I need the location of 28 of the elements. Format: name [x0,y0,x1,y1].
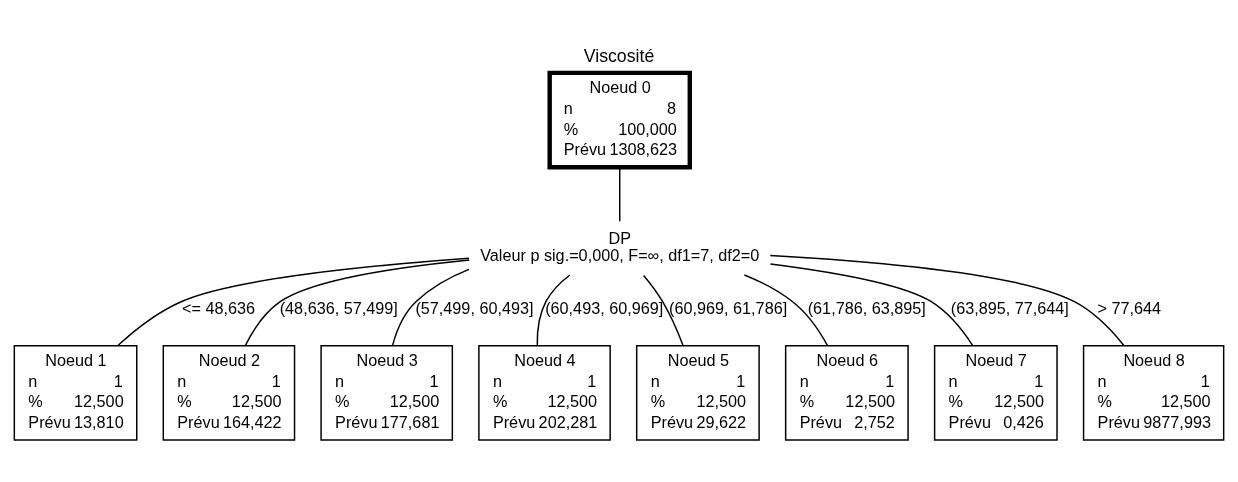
connector [619,166,621,223]
connector [769,254,1125,347]
edge-label: (60,969, 61,786] [669,299,788,318]
edge-label: (61,786, 63,895] [807,299,926,318]
edge-label: <= 48,636 [182,299,256,318]
edge-label: (63,895, 77,644] [950,299,1069,318]
node-box: Noeud 5 n 1 % 12,500 Prévu 29,622 [635,344,760,441]
edge-label: > 77,644 [1097,299,1162,318]
node-box: Noeud 0 n 8 % 100,000 Prévu 1308,623 [547,70,692,170]
node-box: Noeud 1 n 1 % 12,500 Prévu 13,810 [13,344,138,441]
connector [244,259,470,347]
node-text: DP Valeur p sig.=0,000, F=∞, df1=7, df2=0 [480,228,760,265]
node-box: Noeud 6 n 1 % 12,500 Prévu 2,752 [784,344,909,441]
edge-label: (48,636, 57,499] [279,299,398,318]
connector [117,257,470,347]
connector [642,274,684,346]
connector [536,274,571,347]
node-box: Noeud 4 n 1 % 12,500 Prévu 202,281 [478,344,611,441]
node-box: Noeud 3 n 1 % 12,500 Prévu 177,681 [320,344,454,441]
node-box: Noeud 7 n 1 % 12,500 Prévu 0,426 [933,344,1058,441]
edge-label: (57,499, 60,493] [415,299,534,318]
node-box: Noeud 8 n 1 % 12,500 Prévu 9877,993 [1082,344,1225,441]
node-box: Noeud 2 n 1 % 12,500 Prévu 164,422 [162,344,296,441]
connector [743,274,829,347]
edge-label: (60,493, 60,969] [545,299,664,318]
connector [391,268,470,347]
connector [769,263,974,347]
diagram-title: Viscosité [583,45,655,66]
